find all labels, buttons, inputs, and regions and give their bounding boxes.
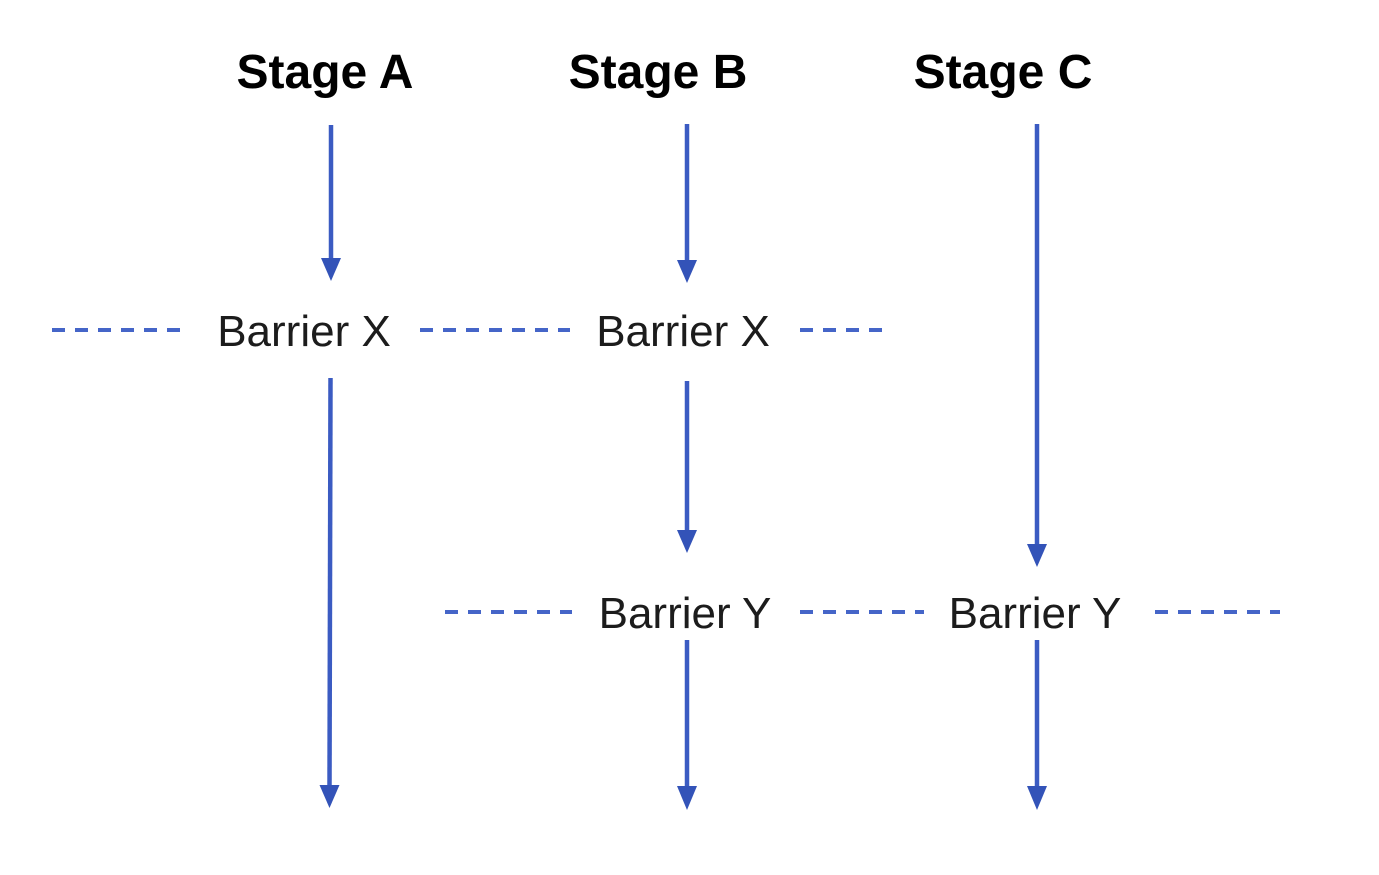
stage-b-flow <box>677 124 697 810</box>
stage-b-arrowhead-top <box>677 260 697 283</box>
stage-c-label: Stage C <box>914 46 1093 99</box>
stage-a-arrow-bottom <box>327 377 333 788</box>
stage-a-flow <box>319 125 341 808</box>
barrier-y-row: Barrier Y Barrier Y <box>445 589 1280 638</box>
stage-c-arrowhead-top <box>1027 544 1047 567</box>
stage-a-arrowhead-bottom <box>319 785 340 808</box>
stage-a-arrowhead-top <box>321 258 341 281</box>
stage-c-flow <box>1027 124 1047 810</box>
stage-a-label: Stage A <box>237 46 414 99</box>
barrier-x-label-2: Barrier X <box>596 307 770 356</box>
barrier-x-label-1: Barrier X <box>217 307 391 356</box>
barrier-x-row: Barrier X Barrier X <box>52 307 890 356</box>
barrier-y-label-2: Barrier Y <box>949 589 1122 638</box>
stage-c-arrowhead-bottom <box>1027 786 1047 810</box>
stage-b-arrowhead-bottom <box>677 786 697 810</box>
barrier-y-label-1: Barrier Y <box>599 589 772 638</box>
stage-b-arrowhead-middle <box>677 530 697 553</box>
stage-b-label: Stage B <box>569 46 748 99</box>
